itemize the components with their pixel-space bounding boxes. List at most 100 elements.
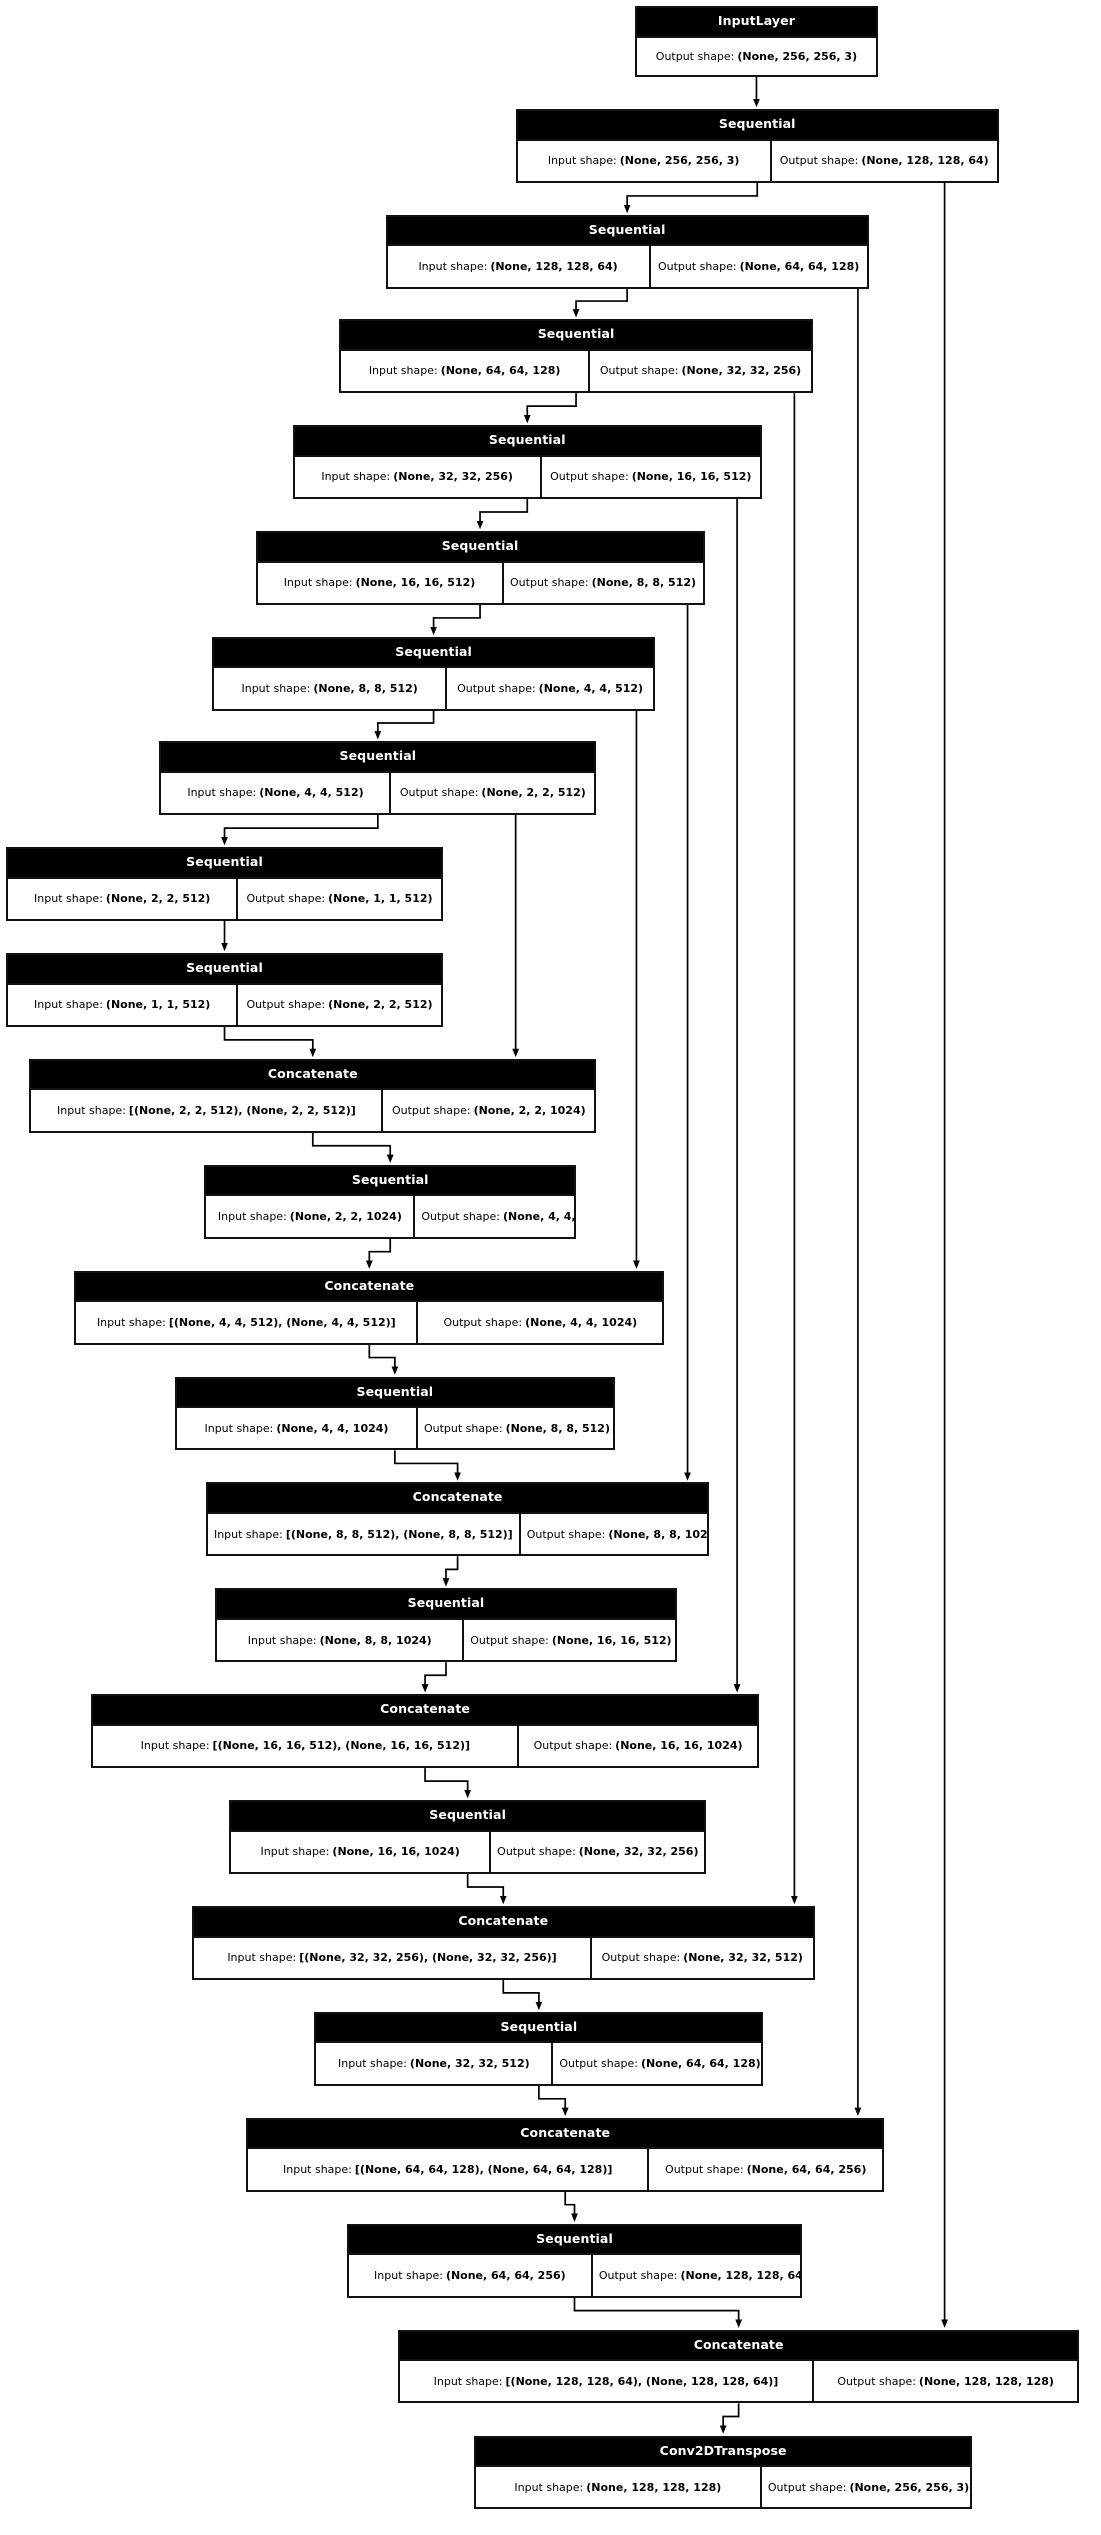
input-shape-cell-value: [(None, 64, 64, 128), (None, 64, 64, 128… (354, 2162, 613, 2176)
output-shape-cell: Output shape:(None, 64, 64, 128) (648, 246, 867, 287)
input-shape-cell-label: Input shape: (321, 470, 391, 484)
input-shape-cell-label: Input shape: (140, 1739, 210, 1753)
output-shape-cell: Output shape:(None, 2, 2, 512) (236, 984, 441, 1025)
input-shape-cell-value: (None, 2, 2, 512) (105, 892, 211, 906)
layer-node-shapes: Input shape:(None, 8, 8, 512)Output shap… (214, 666, 654, 709)
output-shape-cell-label: Output shape: (421, 1209, 500, 1223)
input-shape-cell-label: Input shape: (187, 786, 257, 800)
layer-node-title: Sequential (231, 1802, 705, 1830)
output-shape-cell-label: Output shape: (657, 260, 737, 274)
layer-node-shapes: Input shape:(None, 4, 4, 512)Output shap… (161, 770, 595, 814)
input-shape-cell-value: (None, 64, 64, 128) (440, 364, 561, 378)
input-shape-cell: Input shape:(None, 32, 32, 512) (316, 2043, 551, 2083)
input-shape-cell-label: Input shape: (418, 260, 488, 274)
edge-direct (502, 1979, 543, 2011)
output-shape-cell: Output shape:(None, 16, 16, 512) (539, 456, 760, 497)
layer-node-title: Sequential (348, 2225, 801, 2254)
input-shape-cell-label: Input shape: (374, 2268, 443, 2282)
output-shape-cell: Output shape:(None, 2, 2, 512) (389, 772, 594, 814)
edge-direct (538, 2085, 569, 2117)
output-shape-cell: Output shape:(None, 2, 2, 1024) (381, 1090, 594, 1131)
input-shape-cell: Input shape:[(None, 64, 64, 128), (None,… (248, 2149, 647, 2189)
input-shape-cell-value: (None, 256, 256, 3) (619, 154, 740, 168)
input-shape-cell: Input shape:[(None, 16, 16, 512), (None,… (93, 1726, 517, 1766)
input-shape-cell-value: [(None, 8, 8, 512), (None, 8, 8, 512)] (285, 1527, 513, 1541)
output-shape-cell-label: Output shape: (655, 49, 735, 63)
output-shape-cell-value: (None, 2, 2, 512) (481, 786, 586, 800)
input-shape-cell: Input shape:(None, 128, 128, 128) (476, 2467, 760, 2507)
output-shape-cell: Output shape:(None, 16, 16, 512) (462, 1619, 674, 1661)
input-shape-cell: Input shape:(None, 32, 32, 256) (295, 457, 540, 497)
output-shape-cell-value: (None, 256, 256, 3) (849, 2480, 970, 2494)
edge-direct (572, 288, 629, 318)
input-shape-cell-label: Input shape: (217, 1209, 287, 1223)
layer-node-title: Conv2DTranspose (475, 2437, 971, 2466)
layer-node-shapes: Input shape:(None, 256, 256, 3)Output sh… (517, 138, 997, 181)
output-shape-cell-label: Output shape: (767, 2480, 847, 2494)
output-shape-cell-label: Output shape: (399, 786, 479, 800)
input-shape-cell-value: (None, 128, 128, 64) (490, 260, 618, 274)
input-shape-cell: Input shape:(None, 8, 8, 1024) (217, 1620, 462, 1660)
edge-direct (430, 604, 481, 636)
input-shape-cell-value: [(None, 32, 32, 256), (None, 32, 32, 256… (299, 1951, 557, 1965)
input-shape-cell: Input shape:[(None, 8, 8, 512), (None, 8… (208, 1514, 519, 1554)
output-shape-cell-label: Output shape: (665, 2162, 744, 2176)
layer-node-shapes: Input shape:(None, 32, 32, 512)Output sh… (316, 2041, 762, 2084)
output-shape-cell-label: Output shape: (526, 1527, 606, 1541)
input-shape-cell-value: (None, 1, 1, 512) (105, 998, 211, 1012)
layer-node-shapes: Input shape:(None, 128, 128, 128)Output … (475, 2465, 971, 2508)
output-shape-cell-label: Output shape: (246, 892, 326, 906)
output-shape-cell: Output shape:(None, 128, 128, 64) (590, 2255, 800, 2296)
output-shape-cell: Output shape:(None, 256, 256, 3) (637, 38, 876, 75)
layer-node-title: Sequential (517, 111, 997, 139)
layer-node-title: Concatenate (207, 1484, 708, 1512)
layer-node-title: Sequential (316, 2013, 762, 2042)
edge-direct (421, 1662, 447, 1693)
output-shape-cell-label: Output shape: (443, 1315, 523, 1329)
input-shape-cell: Input shape:[(None, 2, 2, 512), (None, 2… (31, 1090, 381, 1130)
output-shape-cell-label: Output shape: (599, 364, 679, 378)
output-shape-cell: Output shape:(None, 128, 128, 128) (811, 2361, 1077, 2402)
output-shape-cell: Output shape:(None, 256, 256, 3) (759, 2467, 971, 2508)
input-shape-cell-value: (None, 16, 16, 1024) (332, 1845, 460, 1859)
input-shape-cell-label: Input shape: (241, 682, 311, 696)
layer-node-shapes: Input shape:(None, 32, 32, 256)Output sh… (294, 454, 760, 497)
output-shape-cell-label: Output shape: (510, 576, 589, 590)
layer-node-title: Concatenate (248, 2119, 883, 2148)
output-shape-cell-value: (None, 8, 8, 512) (505, 1421, 610, 1435)
layer-node-title: Concatenate (93, 1696, 757, 1724)
layer-node-title: Sequential (8, 955, 441, 983)
input-shape-cell-value: (None, 128, 128, 128) (586, 2480, 722, 2494)
layer-node-shapes: Input shape:(None, 8, 8, 1024)Output sha… (217, 1617, 675, 1661)
input-shape-cell-value: [(None, 16, 16, 512), (None, 16, 16, 512… (212, 1739, 471, 1753)
output-shape-cell-value: (None, 32, 32, 256) (681, 364, 802, 378)
input-shape-cell: Input shape:[(None, 32, 32, 256), (None,… (194, 1938, 590, 1978)
edge-direct (573, 2297, 743, 2328)
output-shape-cell-value: (None, 4, 4, 512) (538, 682, 644, 696)
layer-node-title: Concatenate (194, 1908, 813, 1936)
input-shape-cell-label: Input shape: (96, 1315, 166, 1329)
layer-node-title: Sequential (294, 427, 760, 455)
input-shape-cell-label: Input shape: (514, 2480, 584, 2494)
layer-node-title: Concatenate (399, 2331, 1078, 2360)
output-shape-cell-value: (None, 16, 16, 1024) (615, 1739, 743, 1753)
layer-node-title: Sequential (161, 743, 595, 771)
input-shape-cell-label: Input shape: (204, 1421, 274, 1435)
output-shape-cell: Output shape:(None, 32, 32, 256) (588, 350, 811, 392)
output-shape-cell-label: Output shape: (457, 682, 536, 696)
input-shape-cell-value: (None, 64, 64, 256) (445, 2268, 566, 2282)
edge-direct (442, 1556, 459, 1587)
edge-direct (368, 1344, 399, 1375)
input-shape-cell-value: (None, 16, 16, 512) (355, 576, 476, 590)
